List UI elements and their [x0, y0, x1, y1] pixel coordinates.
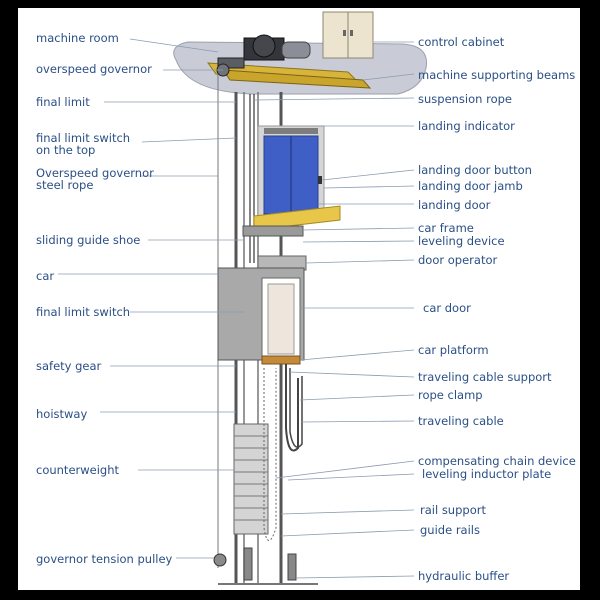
- label-overspeed-governor-rope-2: steel rope: [36, 178, 94, 192]
- label-safety-gear: safety gear: [36, 359, 102, 373]
- label-hoistway: hoistway: [36, 407, 88, 421]
- diagram-frame: machine room overspeed governor final li…: [18, 8, 580, 590]
- traveling-cable: [285, 364, 299, 452]
- landing-sill: [253, 205, 341, 231]
- leader-lines: [58, 38, 415, 579]
- label-governor-tension-pulley: governor tension pulley: [36, 552, 173, 566]
- label-leveling-device: leveling device: [418, 234, 505, 248]
- landing-door-button: [318, 176, 322, 184]
- label-guide-rails: guide rails: [420, 523, 480, 537]
- label-car-door: car door: [423, 301, 471, 315]
- label-car-frame: car frame: [418, 221, 474, 235]
- traction-machine: [217, 34, 311, 69]
- compensating-chain: [263, 368, 277, 541]
- label-final-limit-switch: final limit switch: [36, 305, 131, 319]
- label-compensating-chain-device: compensating chain device: [418, 454, 576, 468]
- hydraulic-buffer: [243, 547, 253, 581]
- label-traveling-cable: traveling cable: [418, 414, 504, 428]
- label-machine-room: machine room: [36, 31, 119, 45]
- label-rope-clamp: rope clamp: [418, 388, 483, 402]
- label-overspeed-governor-rope-1: Overspeed governor: [36, 166, 154, 180]
- label-leveling-inductor-plate: leveling inductor plate: [422, 467, 552, 481]
- label-sliding-guide-shoe: sliding guide shoe: [36, 233, 141, 247]
- label-traveling-cable-support: traveling cable support: [418, 370, 552, 384]
- label-final-limit-switch-top-2: on the top: [36, 143, 96, 157]
- label-landing-door-jamb: landing door jamb: [418, 179, 523, 193]
- label-hydraulic-buffer: hydraulic buffer: [418, 569, 510, 583]
- elevator-illustration: [58, 11, 428, 585]
- label-counterweight: counterweight: [36, 463, 120, 477]
- label-machine-supporting-beams: machine supporting beams: [418, 68, 576, 82]
- label-landing-door: landing door: [418, 198, 491, 212]
- car: [217, 267, 305, 365]
- label-car: car: [36, 269, 55, 283]
- landing-indicator: [264, 128, 318, 134]
- label-overspeed-governor: overspeed governor: [36, 62, 152, 76]
- control-cabinet: [322, 11, 374, 59]
- label-suspension-rope: suspension rope: [418, 92, 512, 106]
- counterweight: [233, 423, 269, 535]
- governor-tension-pulley: [213, 553, 227, 567]
- label-final-limit-switch-top-1: final limit switch: [36, 131, 131, 145]
- label-control-cabinet: control cabinet: [418, 35, 505, 49]
- label-final-limit: final limit: [36, 95, 90, 109]
- label-landing-door-button: landing door button: [418, 163, 532, 177]
- label-landing-indicator: landing indicator: [418, 119, 515, 133]
- car-platform: [261, 355, 301, 365]
- label-rail-support: rail support: [420, 503, 486, 517]
- label-car-platform: car platform: [418, 343, 489, 357]
- car-frame: [242, 225, 304, 237]
- machine-supporting-beams: [206, 62, 372, 89]
- label-door-operator: door operator: [418, 253, 498, 267]
